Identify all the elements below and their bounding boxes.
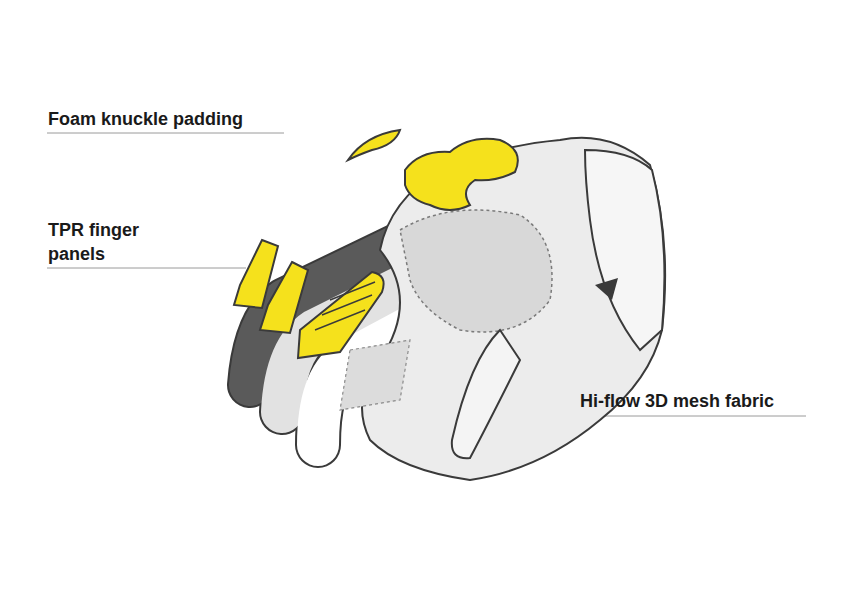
glove-thumb <box>452 330 520 458</box>
tpr-panel <box>298 272 384 358</box>
foam-pad <box>348 130 400 160</box>
mesh-panel <box>400 210 552 332</box>
callout-label-box: Hi-flow 3D mesh fabric <box>580 389 830 413</box>
tpr-panel <box>260 262 308 333</box>
callout-label: TPR finger panels <box>48 218 168 266</box>
cuff-tab <box>595 278 618 300</box>
foam-pad <box>405 139 518 210</box>
glove-cuff <box>585 150 664 350</box>
callout-label-box: TPR finger panels <box>48 218 168 266</box>
leader-line <box>47 268 246 269</box>
callout-label: Hi-flow 3D mesh fabric <box>580 389 830 413</box>
callout-label-box: Foam knuckle padding <box>48 107 348 131</box>
mesh-insert <box>340 340 410 410</box>
glove-back <box>362 138 665 480</box>
tpr-ribs <box>315 282 375 330</box>
leader-line <box>47 133 284 134</box>
callout-label: Foam knuckle padding <box>48 107 348 131</box>
